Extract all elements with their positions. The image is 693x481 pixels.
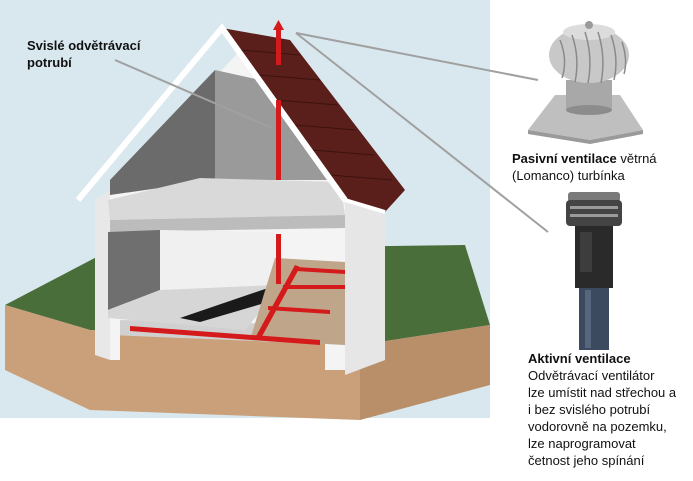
soil-front	[5, 305, 360, 420]
vertical-pipe-label: Svislé odvětrávací potrubí	[27, 37, 177, 71]
pipe-main-sub	[130, 326, 320, 345]
active-ventilation-line: vodorovně na pozemku,	[528, 419, 667, 434]
roof-shingle-lines	[239, 49, 393, 181]
inline-fan-icon	[566, 192, 622, 350]
room-interior-back	[160, 230, 275, 290]
passive-ventilation-title: Pasivní ventilace	[512, 151, 617, 166]
vertical-pipe-roof	[276, 30, 281, 65]
attic-interior-back	[215, 70, 330, 180]
house-left-wall	[95, 190, 110, 360]
vent-pipes	[130, 20, 345, 345]
vertical-pipe-attic	[276, 100, 281, 180]
passive-ventilation-text2: (Lomanco) turbínka	[512, 168, 625, 183]
pipe-branch-1	[296, 267, 345, 274]
roof-turbine-icon	[528, 21, 643, 144]
active-ventilation-line: lze umístit nad střechou a	[528, 385, 677, 400]
active-ventilation-line: četnost jeho spínání	[528, 453, 645, 468]
passive-ventilation-label: Pasivní ventilace větrná (Lomanco) turbí…	[512, 150, 692, 184]
vertical-pipe-label-line1: Svislé odvětrávací	[27, 38, 141, 53]
leader-pipe	[114, 59, 273, 129]
active-ventilation-line: i bez svislého potrubí	[528, 402, 651, 417]
pipe-branch-3	[268, 306, 330, 314]
vertical-pipe-label-line2: potrubí	[27, 55, 72, 70]
attic-interior-left	[110, 70, 215, 195]
active-ventilation-line: Odvětrávací ventilátor	[528, 368, 655, 383]
active-ventilation-title: Aktivní ventilace	[528, 351, 631, 366]
room-interior-left	[108, 230, 160, 310]
pipe-branch-diag	[255, 265, 300, 340]
room-floor-dark	[180, 288, 275, 322]
leader-fan	[295, 32, 549, 233]
crawlspace	[250, 258, 345, 345]
active-ventilation-label: Aktivní ventilace Odvětrávací ventilátor…	[528, 350, 693, 469]
leader-lines	[114, 32, 549, 233]
active-ventilation-line: lze naprogramovat	[528, 436, 636, 451]
roof-edge-right	[344, 198, 386, 214]
house-right-wall	[345, 200, 385, 375]
upper-floor	[108, 178, 345, 220]
room-floor	[108, 285, 275, 330]
vertical-pipe-ground	[276, 234, 281, 284]
roof-edge-left	[75, 23, 348, 202]
upper-floor-edge	[110, 215, 345, 232]
leader-turbine	[295, 32, 539, 81]
soil-side	[360, 325, 490, 420]
pipe-branch-2	[283, 285, 345, 289]
roof-right	[222, 28, 405, 212]
pipe-cap	[273, 20, 284, 30]
passive-ventilation-text1: větrná	[616, 151, 657, 166]
